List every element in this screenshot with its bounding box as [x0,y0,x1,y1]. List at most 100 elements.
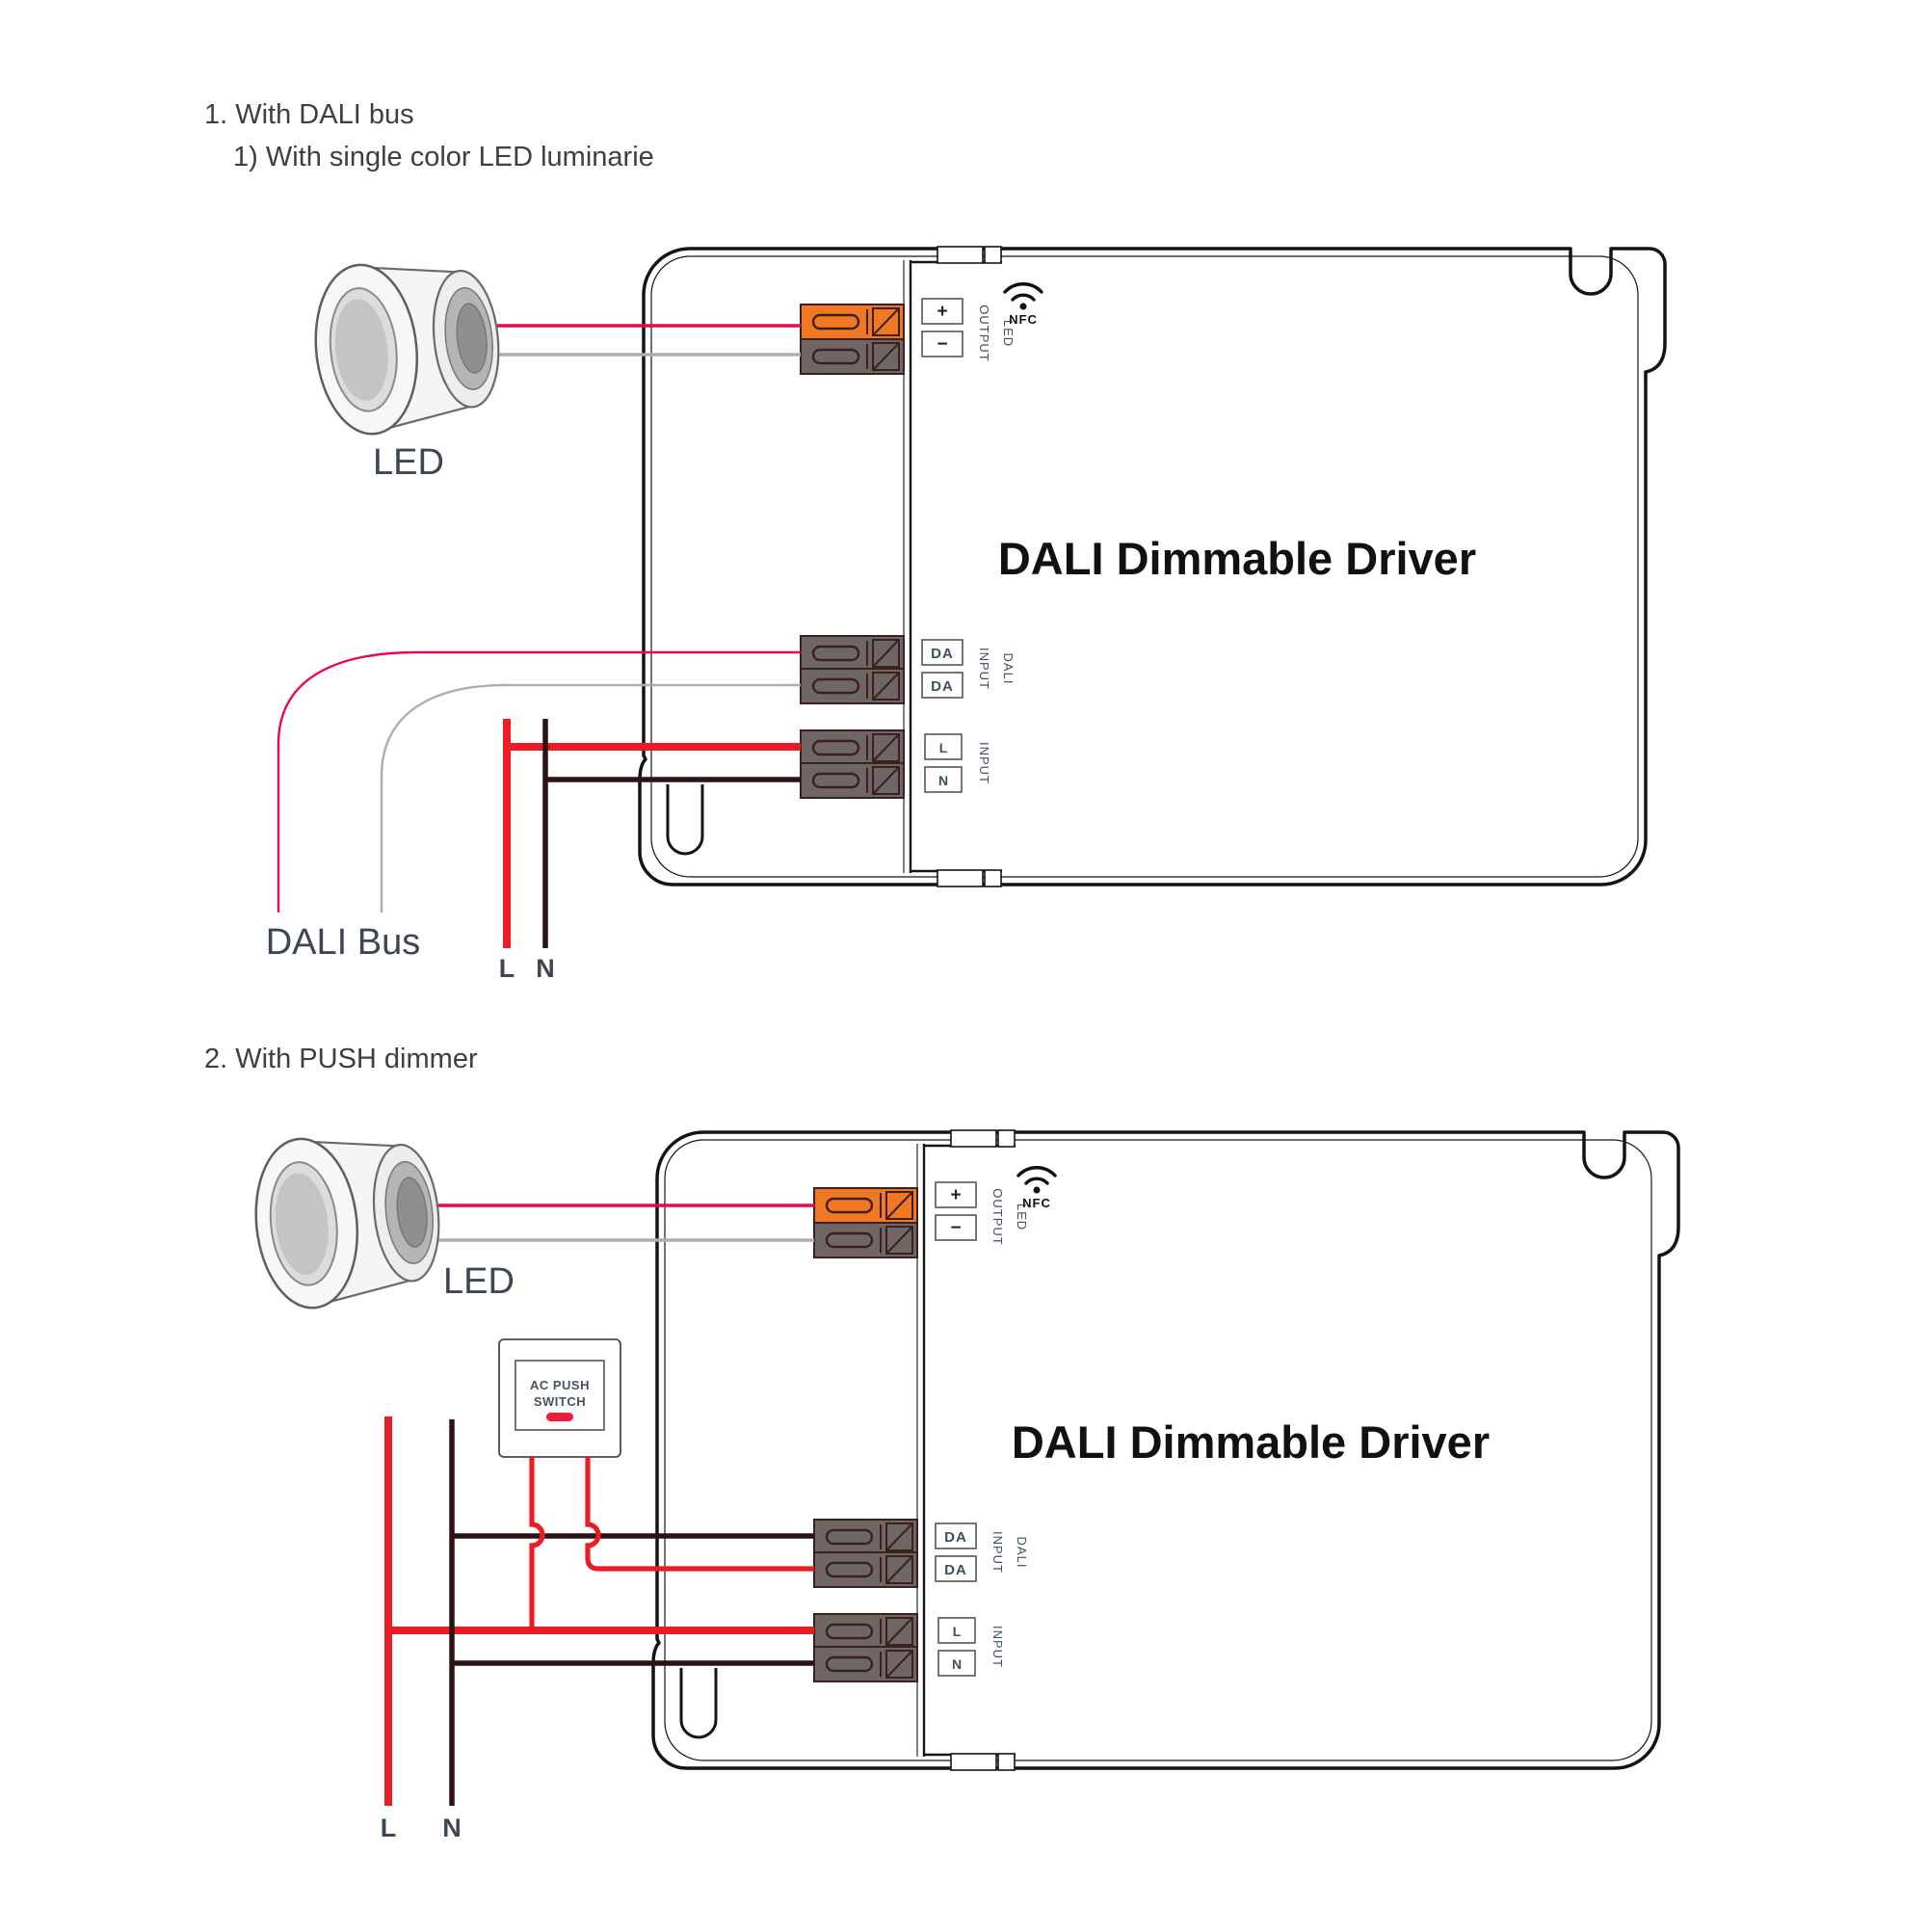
neutral-label-1: N [536,954,555,983]
terminal-screw-icon [885,1650,913,1679]
nfc-icon [1003,282,1043,310]
driver-case [651,1130,1680,1770]
line-label-2: L [381,1813,397,1842]
terminal-row-led-minus [800,338,905,375]
output-led-label: LED [1015,1204,1029,1231]
minus-label: − [950,1218,961,1238]
driver-2: + − OUTPUT LED DA DA INPUT DALI L N INPU… [651,1129,1680,1771]
terminal-screw-icon [885,1555,913,1584]
driver-1: + − OUTPUT LED DA DA INPUT DALI L N INPU… [638,246,1667,887]
terminal-lever-icon [825,1231,874,1249]
da1-label: DA [944,1529,967,1546]
terminal-screw-icon [872,672,900,701]
panel-clip [937,869,984,887]
plus-label: + [937,302,947,322]
terminal-screw-icon [872,342,900,371]
section1-heading: 1. With DALI bus [204,99,414,130]
minus-label-box [921,331,964,357]
terminal-lever-icon [811,772,860,789]
terminal-lever-icon [811,739,860,756]
l-label: L [939,740,948,755]
terminal-screw-icon [872,766,900,795]
terminal-row-neutral [813,1646,918,1682]
minus-label: − [937,334,947,355]
terminal-row-led-plus [813,1187,918,1224]
n-label: N [952,1656,962,1672]
led-fixture-2 [254,1137,440,1310]
led-label-1: LED [373,442,444,483]
terminal-lever-icon [825,1197,874,1214]
da1-label-box [921,639,964,666]
terminal-row-da1 [800,635,905,672]
dali-input-label: INPUT [977,648,991,690]
l-label-box [937,1617,976,1644]
da1-label-box [935,1522,977,1549]
panel-clip [937,246,984,264]
panel-clip [997,1753,1016,1771]
n-label-box [924,766,963,793]
terminal-screw-icon [885,1522,913,1551]
driver-case-inner-line [650,255,1639,878]
da2-label-box [921,672,964,699]
dali-input-label: INPUT [990,1531,1005,1574]
terminal-lever-icon [825,1623,874,1640]
minus-label-box [935,1214,977,1241]
driver-case [638,247,1667,887]
panel-clip [997,1129,1016,1148]
panel-clip [950,1753,997,1771]
dali-label: DALI [1001,653,1016,685]
plus-label: + [950,1185,961,1205]
wire-dali-2 [380,683,801,913]
panel-clip [984,869,1002,887]
terminal-screw-icon [872,307,900,336]
led-label-2: LED [443,1261,515,1302]
driver-title: DALI Dimmable Driver [1012,1416,1490,1468]
section1-subheading: 1) With single color LED luminarie [233,142,654,172]
dali-bus-label: DALI Bus [266,922,421,963]
plus-label-box [921,298,964,325]
nfc-icon [1016,1166,1057,1194]
wire-neutral-1 [542,719,801,948]
terminal-screw-icon [872,639,900,668]
nfc-label: NFC [1022,1196,1051,1210]
da1-label: DA [931,646,954,662]
terminal-row-line [800,729,905,766]
nfc-label: NFC [1009,312,1038,327]
wire-dali-1 [277,650,801,913]
wire-switch-left [529,1457,545,1630]
neutral-label-2: N [442,1813,462,1842]
terminal-row-neutral [800,762,905,799]
l-label: L [953,1624,962,1639]
mains-input-label: INPUT [977,742,991,784]
mains-input-label: INPUT [990,1626,1005,1668]
n-label: N [938,773,948,788]
terminal-screw-icon [885,1226,913,1255]
terminal-row-da1 [813,1519,918,1555]
n-label-box [937,1650,976,1677]
terminal-lever-icon [825,1655,874,1673]
dali-label: DALI [1015,1537,1029,1569]
panel-clip [984,246,1002,264]
da2-label: DA [931,678,954,695]
push-switch-button [546,1413,573,1421]
l-label-box [924,733,963,760]
terminal-lever-icon [811,645,860,662]
output-label: OUTPUT [977,304,991,361]
mounting-slot-bottom-left [666,784,704,856]
wire-switch-to-da2 [585,1457,814,1572]
output-led-label: LED [1001,320,1016,347]
terminal-screw-icon [885,1191,913,1220]
wire-line-1 [503,719,801,948]
led-fixture-1 [314,263,500,436]
driver-case-inner-line [664,1139,1652,1761]
da2-label: DA [944,1562,967,1578]
mounting-slot-bottom-left [679,1668,718,1739]
output-label: OUTPUT [990,1188,1005,1245]
terminal-row-line [813,1613,918,1650]
panel-clip [950,1129,997,1148]
section2-heading: 2. With PUSH dimmer [204,1044,478,1074]
terminal-lever-icon [811,348,860,365]
terminal-screw-icon [872,733,900,762]
